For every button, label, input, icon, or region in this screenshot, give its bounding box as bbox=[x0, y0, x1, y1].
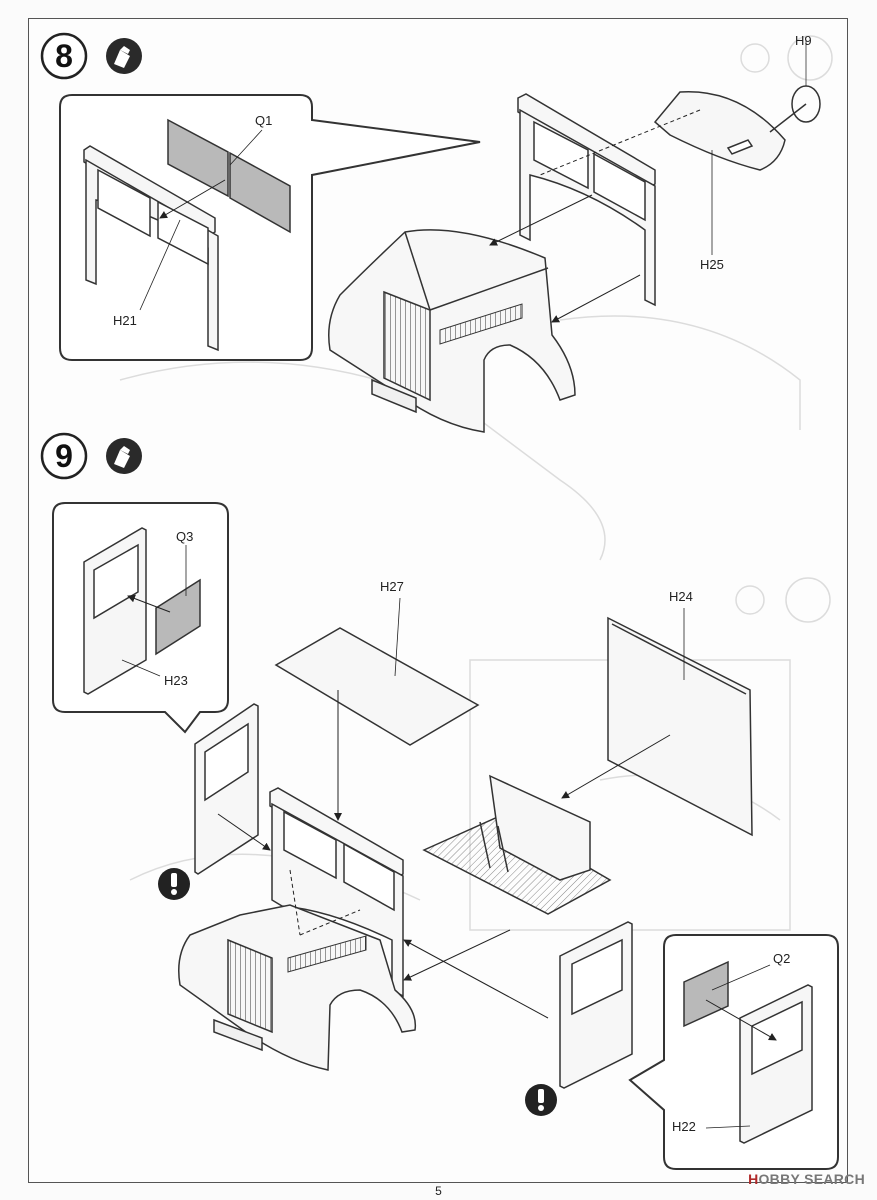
h22-door bbox=[739, 984, 813, 1144]
part-label-q2: Q2 bbox=[773, 951, 791, 966]
q2-clear-window bbox=[683, 960, 729, 1028]
step-9-right-callout bbox=[628, 934, 839, 1170]
part-label-h9: H9 bbox=[795, 33, 812, 48]
step-9-arrows bbox=[217, 597, 685, 1019]
windshield-frame bbox=[517, 93, 656, 189]
h21-windshield-frame bbox=[83, 145, 219, 352]
h27-roof bbox=[274, 627, 480, 746]
step-9-header bbox=[40, 432, 142, 480]
warning-icon bbox=[158, 868, 190, 900]
q3-clear-window bbox=[155, 578, 201, 656]
q1-clear-windshield bbox=[167, 118, 291, 234]
part-label-q1: Q1 bbox=[255, 113, 273, 128]
seat-frame bbox=[422, 815, 612, 915]
step-8-main-assembly bbox=[328, 40, 821, 433]
step-9-number: 9 bbox=[55, 438, 73, 474]
h23-door bbox=[83, 527, 147, 695]
step-8-callout bbox=[59, 94, 481, 361]
step-8-arrows bbox=[489, 109, 713, 323]
watermark: HOBBY SEARCH bbox=[748, 1171, 865, 1187]
step-9-left-callout bbox=[52, 502, 229, 734]
warning-icon bbox=[525, 1084, 557, 1116]
step-8-number: 8 bbox=[55, 38, 73, 74]
part-label-h25: H25 bbox=[700, 257, 724, 272]
part-label-h22: H22 bbox=[672, 1119, 696, 1134]
step-number-badge bbox=[40, 32, 88, 80]
h24-rear-wall bbox=[607, 616, 753, 837]
page-number: 5 bbox=[435, 1184, 442, 1198]
part-label-h24: H24 bbox=[669, 589, 693, 604]
h25-dashboard bbox=[653, 90, 786, 171]
step-number-badge bbox=[40, 432, 88, 480]
part-label-h23: H23 bbox=[164, 673, 188, 688]
step-8-header bbox=[40, 32, 142, 80]
part-label-h21: H21 bbox=[113, 313, 137, 328]
part-label-h27: H27 bbox=[380, 579, 404, 594]
part-label-q3: Q3 bbox=[176, 529, 194, 544]
step-9-main-assembly bbox=[178, 616, 753, 1089]
